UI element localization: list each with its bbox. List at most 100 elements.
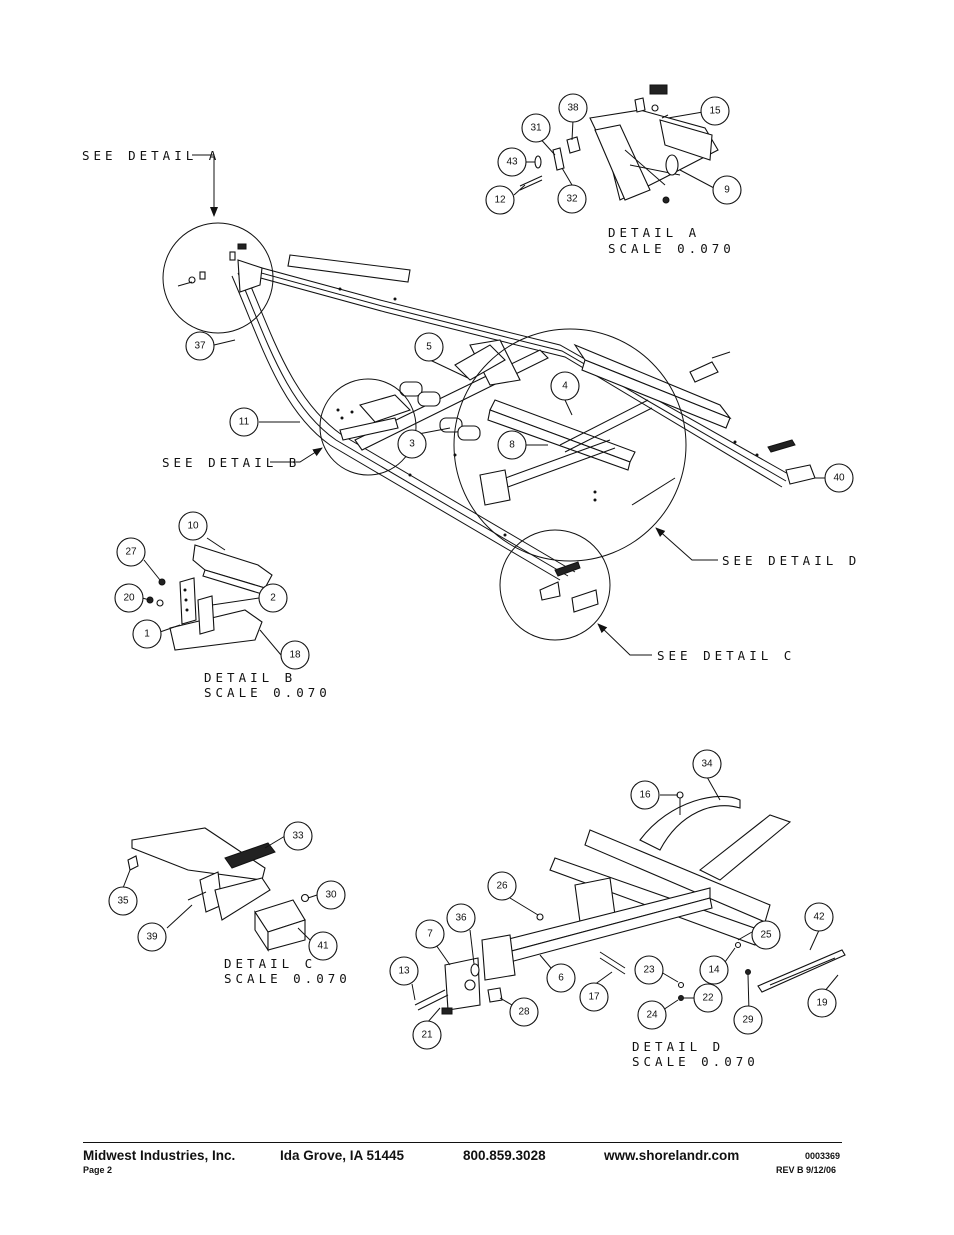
page-footer: Midwest Industries, Inc. Ida Grove, IA 5…: [0, 1140, 954, 1200]
svg-text:21: 21: [421, 1030, 433, 1041]
balloon-28: 28: [509, 997, 539, 1027]
svg-text:15: 15: [709, 106, 721, 117]
svg-text:36: 36: [455, 913, 467, 924]
balloon-42: 42: [804, 902, 834, 932]
balloon-34: 34: [692, 749, 722, 779]
balloon-1: 1: [132, 619, 162, 649]
svg-text:3: 3: [409, 439, 415, 450]
detail-b-drawing: DETAIL B SCALE 0.070: [146, 544, 331, 700]
balloon-37: 37: [185, 331, 215, 361]
balloon-31: 31: [521, 113, 551, 143]
svg-text:17: 17: [588, 992, 600, 1003]
svg-text:8: 8: [509, 440, 515, 451]
balloon-9: 9: [712, 175, 742, 205]
detail-b-circle-contents: [336, 408, 399, 441]
balloon-27: 27: [116, 537, 146, 567]
balloon-20: 20: [114, 583, 144, 613]
footer-divider: [83, 1142, 842, 1143]
balloon-12: 12: [485, 185, 515, 215]
detail-d-drawing: DETAIL D SCALE 0.070: [414, 791, 846, 1069]
balloon-11: 11: [229, 407, 259, 437]
svg-text:6: 6: [558, 973, 564, 984]
trailer-frame: [231, 254, 816, 581]
svg-text:24: 24: [646, 1010, 658, 1021]
svg-text:13: 13: [398, 966, 410, 977]
see-detail-a-callout: SEE DETAIL A: [82, 148, 220, 163]
balloon-43: 43: [497, 147, 527, 177]
detail-a-drawing: DETAIL A SCALE 0.070: [519, 84, 731, 256]
footer-page-number: Page 2: [83, 1165, 113, 1175]
balloon-6: 6: [546, 963, 576, 993]
svg-text:28: 28: [518, 1007, 530, 1018]
svg-text:35: 35: [117, 896, 129, 907]
svg-text:1: 1: [144, 629, 150, 640]
balloon-30: 30: [316, 880, 346, 910]
balloon-24: 24: [637, 1000, 667, 1030]
balloon-38: 38: [558, 93, 588, 123]
svg-text:29: 29: [742, 1015, 754, 1026]
balloon-5: 5: [414, 332, 444, 362]
detail-c-title: DETAIL C: [224, 956, 316, 971]
balloon-39: 39: [137, 922, 167, 952]
balloon-16: 16: [630, 780, 660, 810]
svg-text:39: 39: [146, 932, 158, 943]
svg-text:30: 30: [325, 890, 337, 901]
detail-c-circle-contents: [539, 561, 599, 613]
balloon-14: 14: [699, 955, 729, 985]
detail-d-title: DETAIL D: [632, 1039, 724, 1054]
detail-a-title: DETAIL A: [608, 225, 700, 240]
balloon-40: 40: [824, 463, 854, 493]
footer-revision: REV B 9/12/06: [776, 1165, 837, 1175]
balloon-13: 13: [389, 956, 419, 986]
balloon-36: 36: [446, 903, 476, 933]
detail-c-circle: [499, 529, 611, 641]
svg-text:5: 5: [426, 342, 432, 353]
svg-text:23: 23: [643, 965, 655, 976]
svg-text:26: 26: [496, 881, 508, 892]
svg-text:42: 42: [813, 912, 825, 923]
see-detail-d-callout: SEE DETAIL D: [722, 553, 860, 568]
svg-text:9: 9: [724, 185, 730, 196]
svg-text:18: 18: [289, 650, 301, 661]
balloon-35: 35: [108, 886, 138, 916]
balloon-33: 33: [283, 821, 313, 851]
svg-text:37: 37: [194, 341, 206, 352]
svg-text:25: 25: [760, 930, 772, 941]
callout-arrows: [192, 154, 718, 656]
detail-d-circle: [453, 328, 687, 562]
detail-d-scale: SCALE 0.070: [632, 1054, 759, 1069]
svg-text:40: 40: [833, 473, 845, 484]
detail-b-scale: SCALE 0.070: [204, 685, 331, 700]
svg-text:16: 16: [639, 790, 651, 801]
svg-text:41: 41: [317, 941, 329, 952]
svg-text:43: 43: [506, 157, 518, 168]
footer-website[interactable]: www.shorelandr.com: [604, 1148, 740, 1163]
balloon-26: 26: [487, 871, 517, 901]
see-detail-b-callout: SEE DETAIL B: [162, 455, 300, 470]
balloon-32: 32: [557, 184, 587, 214]
svg-text:14: 14: [708, 965, 720, 976]
svg-text:33: 33: [292, 831, 304, 842]
svg-text:2: 2: [270, 593, 276, 604]
balloon-23: 23: [634, 955, 664, 985]
svg-text:10: 10: [187, 521, 199, 532]
svg-text:27: 27: [125, 547, 137, 558]
see-detail-c-callout: SEE DETAIL C: [657, 648, 795, 663]
balloon-7: 7: [415, 919, 445, 949]
footer-doc-number: 0003369: [805, 1151, 841, 1161]
balloon-2: 2: [258, 583, 288, 613]
footer-phone: 800.859.3028: [463, 1148, 546, 1163]
svg-text:11: 11: [239, 417, 250, 428]
detail-c-drawing: DETAIL C SCALE 0.070: [127, 827, 347, 986]
detail-b-title: DETAIL B: [204, 670, 296, 685]
svg-text:38: 38: [567, 103, 579, 114]
svg-text:32: 32: [566, 194, 578, 205]
svg-text:22: 22: [702, 993, 714, 1004]
detail-a-circle-contents: [177, 243, 263, 293]
footer-company: Midwest Industries, Inc.: [83, 1148, 236, 1163]
footer-location: Ida Grove, IA 51445: [280, 1148, 405, 1163]
svg-text:34: 34: [701, 759, 713, 770]
balloon-4: 4: [550, 371, 580, 401]
balloon-3: 3: [397, 429, 427, 459]
balloon-41: 41: [308, 931, 338, 961]
